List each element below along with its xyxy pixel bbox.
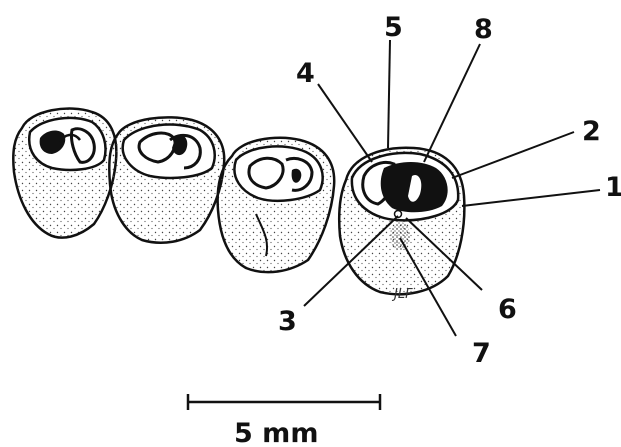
label-6: 6: [498, 294, 517, 325]
label-7: 7: [472, 338, 491, 369]
scale-bar-label: 5 mm: [234, 418, 318, 447]
label-8: 8: [474, 14, 493, 45]
tooth-4: [339, 148, 464, 295]
scale-bar: [188, 394, 380, 410]
tooth-1: [13, 109, 116, 238]
tooth-3: [218, 138, 335, 272]
label-5: 5: [384, 12, 403, 43]
label-1: 1: [605, 172, 621, 203]
label-4: 4: [296, 58, 315, 89]
label-3: 3: [278, 306, 297, 337]
tooth-2: [109, 117, 224, 242]
artist-signature: JLF: [391, 287, 413, 302]
label-2: 2: [582, 116, 601, 147]
